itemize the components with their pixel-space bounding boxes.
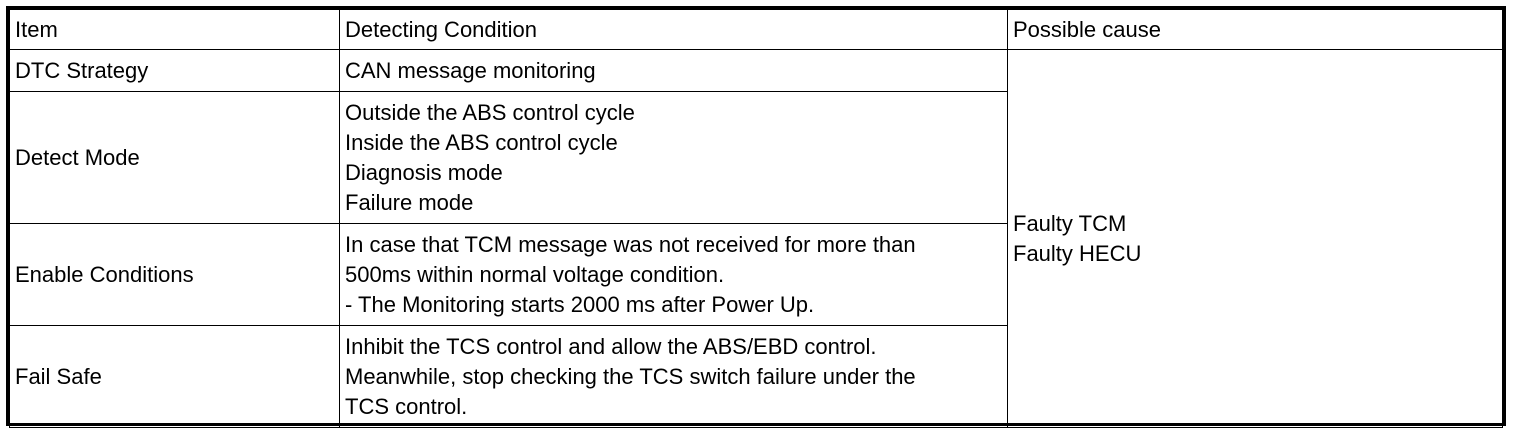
cause-line: Faulty HECU	[1013, 240, 1142, 266]
cause-line: Faulty TCM	[1013, 210, 1127, 236]
row-item-fail-safe: Fail Safe	[9, 325, 340, 428]
table-row: Detect Mode Outside the ABS control cycl…	[9, 91, 1503, 224]
row-item-dtc-strategy: DTC Strategy	[9, 49, 340, 92]
condition-line: Diagnosis mode	[345, 159, 503, 185]
header-possible-cause: Possible cause	[1007, 9, 1503, 50]
row-condition-detect-mode: Outside the ABS control cycle Inside the…	[339, 91, 1008, 224]
condition-line: In case that TCM message was not receive…	[345, 231, 916, 257]
condition-line: 500ms within normal voltage condition.	[345, 261, 725, 287]
possible-cause-cell: Faulty TCM Faulty HECU	[1007, 49, 1503, 428]
header-detecting-condition: Detecting Condition	[339, 9, 1008, 50]
table-row: DTC Strategy CAN message monitoring Faul…	[9, 49, 1503, 428]
condition-line: Failure mode	[345, 189, 474, 215]
table-row: Fail Safe Inhibit the TCS control and al…	[9, 325, 1503, 428]
row-condition-enable-conditions: In case that TCM message was not receive…	[339, 223, 1008, 326]
dtc-table-frame: Item Detecting Condition Possible cause …	[6, 6, 1506, 428]
table-header-row: Item Detecting Condition Possible cause	[9, 9, 1503, 50]
dtc-table: Item Detecting Condition Possible cause …	[9, 9, 1503, 428]
condition-line: - The Monitoring starts 2000 ms after Po…	[345, 291, 815, 317]
header-item: Item	[9, 9, 340, 50]
condition-line: Outside the ABS control cycle	[345, 99, 635, 125]
condition-line: Inhibit the TCS control and allow the AB…	[345, 333, 877, 359]
table-row: Enable Conditions In case that TCM messa…	[9, 223, 1503, 326]
condition-line: Meanwhile, stop checking the TCS switch …	[345, 363, 916, 389]
condition-line: TCS control.	[345, 393, 468, 419]
condition-line: CAN message monitoring	[345, 57, 596, 83]
row-item-enable-conditions: Enable Conditions	[9, 223, 340, 326]
row-condition-dtc-strategy: CAN message monitoring	[339, 49, 1008, 92]
row-item-detect-mode: Detect Mode	[9, 91, 340, 224]
row-condition-fail-safe: Inhibit the TCS control and allow the AB…	[339, 325, 1008, 428]
condition-line: Inside the ABS control cycle	[345, 129, 618, 155]
